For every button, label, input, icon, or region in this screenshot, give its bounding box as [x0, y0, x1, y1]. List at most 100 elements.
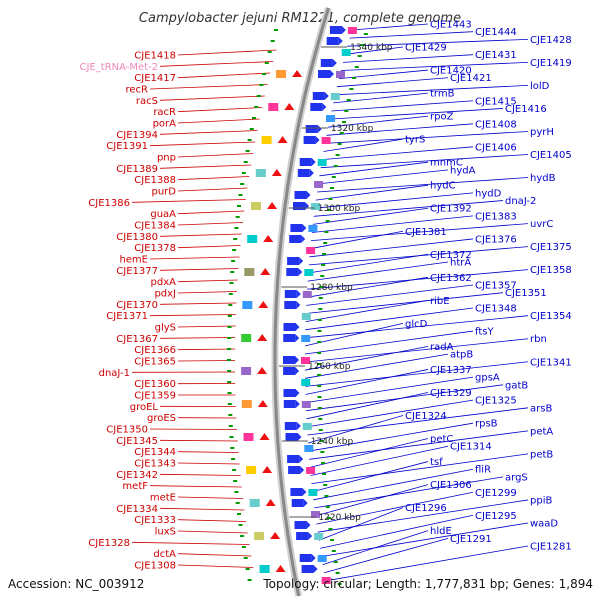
forward-gene: [288, 466, 301, 474]
reverse-gene-category: [243, 433, 254, 441]
reverse-gene: [271, 169, 282, 176]
gc-tick: [346, 99, 351, 101]
forward-gene-arrow: [296, 422, 301, 430]
left-label-connector: [159, 337, 236, 339]
right-gene-label: CJE1324: [405, 411, 447, 422]
forward-gene-category: [304, 269, 314, 276]
kbp-label: 1300 kbp: [318, 204, 361, 214]
forward-gene: [293, 202, 305, 210]
reverse-gene-category: [251, 202, 261, 210]
forward-gene-arrow: [295, 356, 299, 364]
right-gene-label: CJE1358: [530, 265, 572, 276]
gc-tick: [327, 517, 331, 519]
reverse-gene-category: [261, 136, 272, 144]
reverse-gene: [275, 565, 286, 572]
right-gene-label: petB: [530, 449, 553, 460]
reverse-gene-category: [241, 334, 252, 342]
reverse-gene-category: [241, 367, 252, 375]
right-gene-label: CJE1392: [430, 204, 472, 215]
left-label-connector: [177, 107, 263, 113]
forward-gene-arrow: [306, 191, 311, 199]
forward-gene-category: [326, 115, 335, 122]
forward-gene-arrow: [322, 103, 327, 111]
gc-tick: [339, 132, 344, 134]
forward-gene: [290, 224, 303, 232]
left-label-connector: [159, 507, 245, 511]
left-gene-label: CJE1380: [116, 232, 158, 243]
kbp-label: 1280 kbp: [310, 283, 353, 293]
forward-gene-category: [321, 577, 331, 584]
gc-tick: [234, 491, 239, 493]
right-gene-label: petA: [530, 426, 553, 437]
right-label-connector: [305, 353, 449, 379]
right-label-connector: [351, 23, 429, 31]
forward-gene-category: [306, 467, 316, 474]
kbp-label: 1340 kbp: [350, 43, 393, 53]
left-gene-label: racR: [153, 107, 176, 118]
right-label-connector: [315, 184, 429, 201]
gc-tick: [321, 264, 326, 266]
gc-tick: [354, 66, 359, 68]
gc-tick: [267, 51, 272, 53]
forward-gene: [286, 268, 299, 276]
left-label-connector: [177, 325, 236, 328]
right-label-connector: [305, 376, 474, 403]
left-label-connector: [177, 72, 271, 79]
map-title: Campylobacter jejuni RM1221, complete ge…: [139, 11, 461, 26]
left-gene-label: CJE1328: [88, 538, 130, 549]
gc-tick: [357, 55, 362, 57]
forward-gene: [283, 323, 296, 331]
gc-tick: [317, 341, 322, 343]
gc-tick: [227, 326, 232, 328]
reverse-gene: [292, 70, 303, 77]
left-label-connector: [177, 187, 248, 192]
right-label-connector: [328, 115, 429, 128]
right-label-connector: [318, 169, 449, 185]
gc-tick: [243, 161, 248, 163]
gc-tick: [241, 546, 246, 548]
right-label-connector: [316, 177, 529, 193]
forward-gene-arrow: [296, 301, 301, 309]
left-label-connector: [177, 210, 245, 215]
left-label-connector: [159, 268, 239, 271]
kbp-label: 1260 kbp: [308, 362, 351, 372]
forward-gene-category: [301, 379, 311, 386]
forward-gene-category: [302, 291, 312, 298]
left-label-connector: [149, 314, 236, 317]
gc-tick: [318, 308, 323, 310]
reverse-gene: [259, 433, 270, 440]
gc-tick: [331, 176, 336, 178]
gc-tick: [360, 44, 365, 46]
forward-gene-arrow: [332, 59, 337, 67]
left-label-connector: [149, 141, 256, 147]
forward-gene: [287, 455, 300, 463]
gc-tick: [273, 29, 278, 31]
forward-gene-category: [311, 203, 320, 210]
forward-gene-arrow: [302, 224, 307, 232]
right-label-connector: [312, 461, 429, 493]
right-gene-label: CJE1443: [430, 20, 472, 31]
right-gene-label: CJE1383: [475, 211, 517, 222]
right-label-connector: [308, 422, 474, 452]
left-label-connector: [177, 451, 239, 453]
gc-tick: [247, 139, 252, 141]
forward-gene-category: [301, 401, 311, 408]
right-gene-label: CJE1408: [475, 119, 517, 130]
right-gene-label: hydB: [530, 173, 556, 184]
right-label-connector: [307, 407, 529, 436]
forward-gene-category: [311, 511, 320, 518]
left-label-connector: [131, 541, 250, 545]
forward-gene-category: [301, 357, 310, 364]
forward-gene: [283, 334, 296, 342]
forward-gene-category: [347, 27, 357, 34]
forward-gene-category: [321, 137, 331, 144]
left-gene-label: groEL: [130, 402, 159, 413]
right-label-connector: [325, 545, 529, 582]
gc-tick: [325, 506, 330, 508]
reverse-gene: [265, 499, 276, 506]
forward-gene: [291, 499, 304, 507]
right-gene-label: CJE1420: [430, 66, 472, 77]
reverse-gene: [270, 532, 281, 539]
gc-tick: [233, 480, 238, 482]
label-connectors: [131, 23, 529, 582]
